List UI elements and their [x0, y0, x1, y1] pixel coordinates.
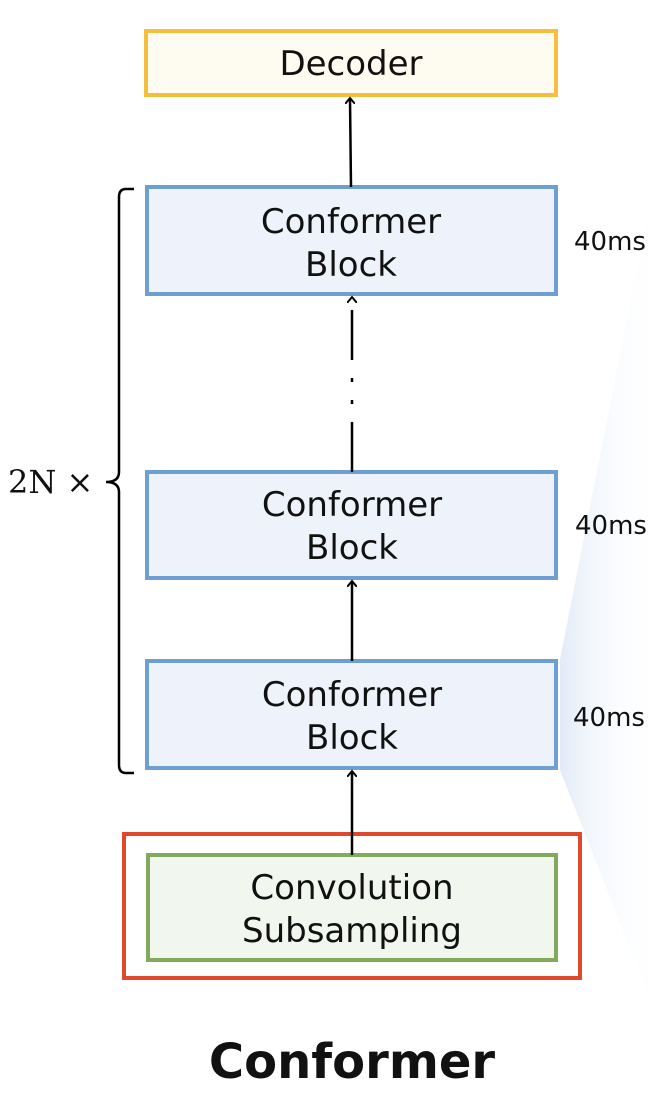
diagram-caption: Conformer: [209, 1034, 495, 1090]
decoder-box: [144, 29, 558, 97]
latency-label: 40ms: [575, 511, 647, 541]
conformer-block-label-line1: Conformer: [262, 675, 442, 715]
conformer-block-label-line1: Conformer: [261, 202, 441, 242]
latency-label: 40ms: [573, 703, 645, 733]
subsampling-label-line1: Convolution: [250, 868, 453, 908]
conformer-block-box: [145, 659, 558, 770]
conformer-block-top: Conformer Block 40ms: [145, 185, 646, 296]
conformer-block-middle: Conformer Block 40ms: [145, 470, 647, 580]
conformer-block-label-line2: Block: [305, 245, 397, 285]
conformer-block-label-line2: Block: [306, 718, 398, 758]
arrow-block-to-decoder: [350, 99, 351, 188]
zoom-fan-shading: [560, 120, 666, 1040]
conformer-block-label-line2: Block: [306, 528, 398, 568]
repeat-brace: [105, 187, 134, 775]
conformer-block-label-line1: Conformer: [262, 485, 442, 525]
convolution-subsampling-box: [146, 853, 558, 962]
convolution-subsampling-node: Convolution Subsampling: [146, 853, 558, 962]
conformer-block-box: [145, 185, 558, 296]
subsampling-label-line2: Subsampling: [242, 911, 462, 951]
latency-label: 40ms: [574, 227, 646, 257]
conformer-block-bottom: Conformer Block 40ms: [145, 659, 645, 770]
repeat-count-label: 2N ×: [8, 463, 93, 501]
decoder-node: Decoder: [144, 29, 558, 97]
decoder-label: Decoder: [279, 44, 422, 84]
